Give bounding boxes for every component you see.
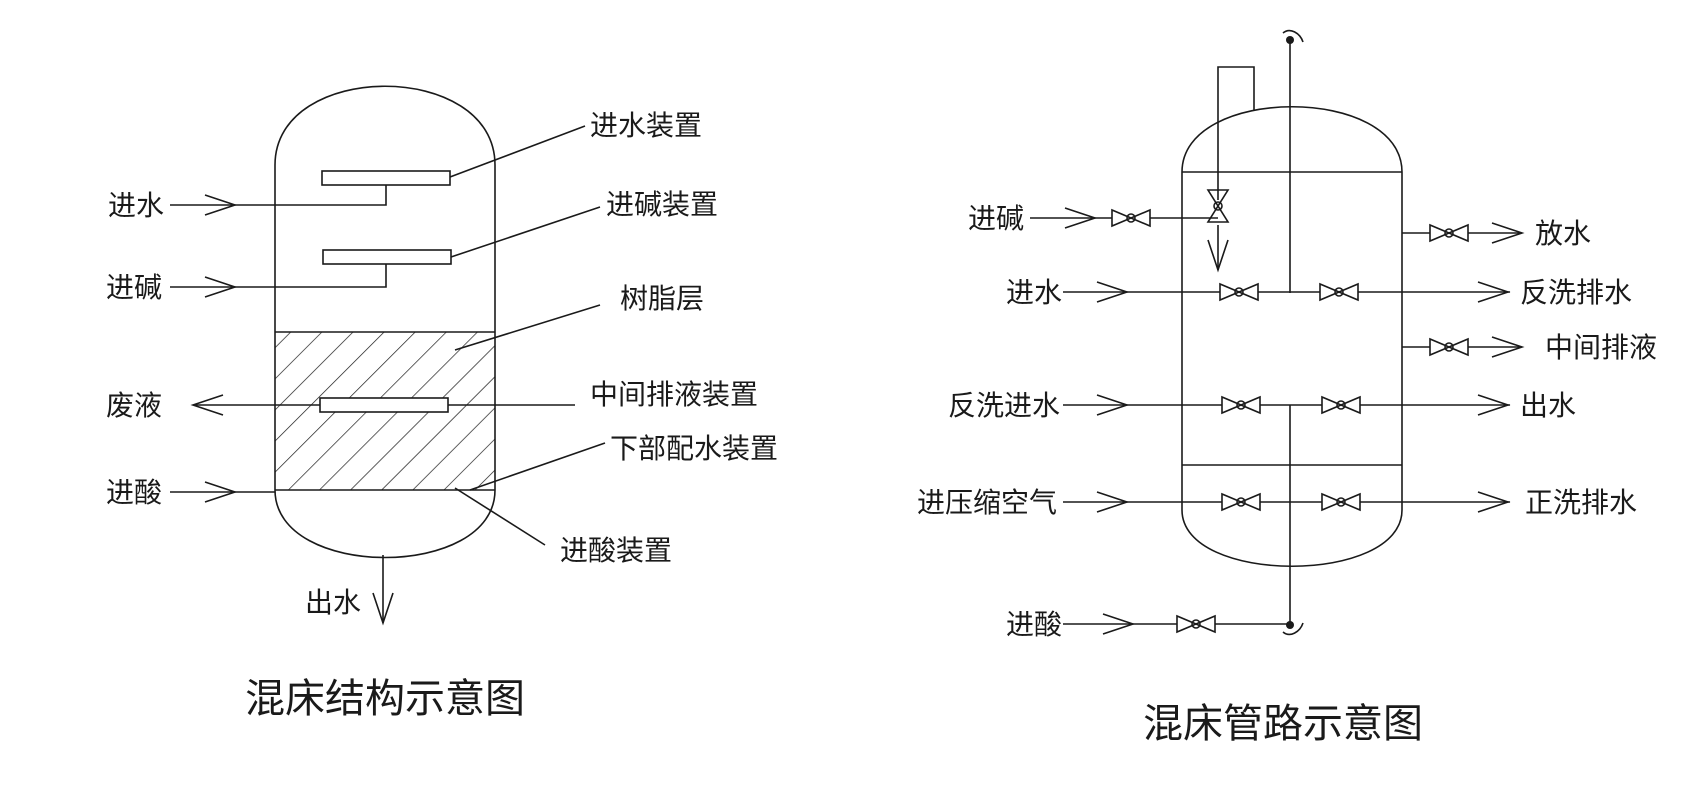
callout-lower-distributor: 下部配水装置 <box>610 432 778 465</box>
piping-label-vent: 放水 <box>1535 217 1591 250</box>
piping-label-rinse-drain: 正洗排水 <box>1525 486 1637 519</box>
callout-middle-drain: 中间排液装置 <box>590 378 758 411</box>
structure-caption: 混床结构示意图 <box>245 676 525 722</box>
piping-diagram: 进碱 进水 反洗进水 进压缩空气 进酸 放水 反洗排水 中间排液 出水 正洗排水… <box>917 29 1657 747</box>
middle-drain-device <box>319 397 449 413</box>
structure-vessel <box>274 85 496 559</box>
callout-acid-device: 进酸装置 <box>560 534 672 567</box>
piping-label-water: 进水 <box>1006 276 1062 309</box>
piping-label-acid: 进酸 <box>1006 608 1062 641</box>
label-alkali-inlet: 进碱 <box>106 271 162 304</box>
callout-water-device: 进水装置 <box>590 109 702 142</box>
piping-label-compressed-air: 进压缩空气 <box>917 486 1057 519</box>
label-water-inlet: 进水 <box>108 189 164 222</box>
label-acid-inlet: 进酸 <box>106 476 162 509</box>
water-inlet-device <box>321 170 451 186</box>
callout-resin-layer: 树脂层 <box>620 282 704 315</box>
piping-label-backwash-in: 反洗进水 <box>948 389 1060 422</box>
piping-caption: 混床管路示意图 <box>1143 701 1423 747</box>
structure-diagram: 进水 进碱 废液 进酸 出水 进水装置 进碱装置 树脂层 中间排液装置 下部配水… <box>106 85 778 722</box>
piping-label-middle-drain: 中间排液 <box>1545 331 1657 364</box>
piping-vessel <box>1181 105 1403 568</box>
piping-label-backwash-drain: 反洗排水 <box>1520 276 1632 309</box>
callout-alkali-device: 进碱装置 <box>606 188 718 221</box>
label-waste: 废液 <box>106 389 162 422</box>
piping-label-alkali: 进碱 <box>968 202 1024 235</box>
alkali-inlet-device <box>322 249 452 265</box>
label-outlet: 出水 <box>305 586 361 619</box>
piping-label-outlet: 出水 <box>1520 389 1576 422</box>
